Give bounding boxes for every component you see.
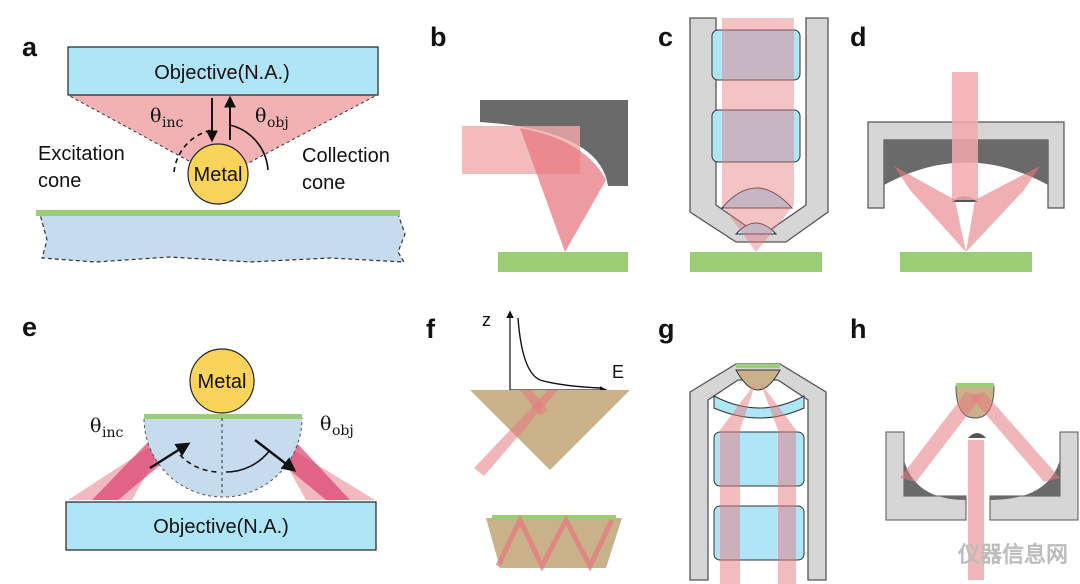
collection-label-1: Collection [302,145,390,167]
primary-mirror-h-left [904,460,966,500]
panel-a-label: a [22,32,38,62]
beam-h-out [968,440,984,580]
metal-particle [187,143,249,205]
metal-label-e: Metal [198,371,247,393]
sample-h [956,383,994,387]
theta-obj-arc [229,124,269,171]
lens-3 [720,187,794,209]
theta-obj-arc-e [225,449,271,473]
prism-f [470,390,630,470]
theta-obj-sub: obj [267,115,289,131]
collection-label-2: cone [302,172,345,194]
zigzag-beam [495,514,615,572]
housing-h-right [989,431,1079,521]
sample-c [690,252,822,272]
decay-curve [517,317,601,389]
sample-g [736,364,780,368]
panel-b-label: b [430,22,447,52]
collected-arrow-e [254,439,297,472]
panel-h-label: h [850,314,867,344]
focused-beam [520,128,606,252]
primary-mirror-h-right [990,460,1060,500]
z-axis-label: z [482,310,491,330]
panel-e-label: e [22,312,37,342]
panel-e: e Metal θ inc θ obj Objective(N.A.) [22,312,377,551]
sample-e [144,414,302,419]
panel-a: a Objective(N.A.) Metal θ inc θ obj Exci… [22,32,406,263]
sample-d [900,252,1032,272]
panel-d-label: d [850,22,867,52]
watermark: 仪器信息网 [957,542,1068,568]
e-axis-label: E [612,362,624,382]
parabolic-mirror [480,100,628,186]
light-cone [67,94,378,179]
panel-c-label: c [658,22,673,52]
secondary-mirror-h [968,433,986,438]
theta-obj-symbol-e: θ [320,413,331,435]
incident-arrow-e [149,442,191,470]
front-lens-g [735,369,781,391]
objective-label: Objective(N.A.) [154,62,290,84]
excitation-label-2: cone [38,170,81,192]
beam-f-out [520,390,548,416]
theta-inc-sub-e: inc [102,425,123,441]
panel-g: g [658,314,827,584]
beam-d-right [966,166,1040,252]
panel-b: b [430,22,628,272]
panel-d: d [850,22,1065,272]
panel-c: c [658,17,829,272]
objective-box [67,46,379,96]
sample-b [498,252,628,272]
input-beam-d [952,72,978,200]
excitation-label-1: Excitation [38,143,125,165]
beam-d-left [894,166,966,252]
beam-c [722,18,794,252]
lens-2 [711,109,801,163]
theta-inc-symbol: θ [150,105,161,127]
beam-g-right [760,382,796,584]
theta-inc-arc [173,129,213,173]
theta-inc-arc-e [179,454,219,473]
metal-particle-e [189,348,255,414]
substrate [39,213,406,263]
lens-4 [734,222,778,235]
sample-f [492,515,616,520]
beam-h-right [970,392,1060,482]
theta-obj-symbol: θ [255,105,266,127]
panel-f: f z E [426,310,630,572]
sample-layer [36,210,400,216]
objective-housing [689,17,829,243]
lens-1 [711,29,801,81]
panel-f-label: f [426,314,436,344]
objective-box-e [65,501,377,551]
metal-label: Metal [194,164,243,186]
theta-inc-symbol-e: θ [90,415,101,437]
panel-g-label: g [658,314,675,344]
theta-obj-sub-e: obj [332,423,354,439]
panel-h: h [850,314,1079,580]
beam-g-left [720,382,756,584]
theta-inc-sub: inc [162,115,183,131]
lens-g1 [713,395,805,419]
prism-hemisphere [143,417,303,498]
beam-h-left [900,392,982,482]
objective-label-e: Objective(N.A.) [153,516,289,538]
